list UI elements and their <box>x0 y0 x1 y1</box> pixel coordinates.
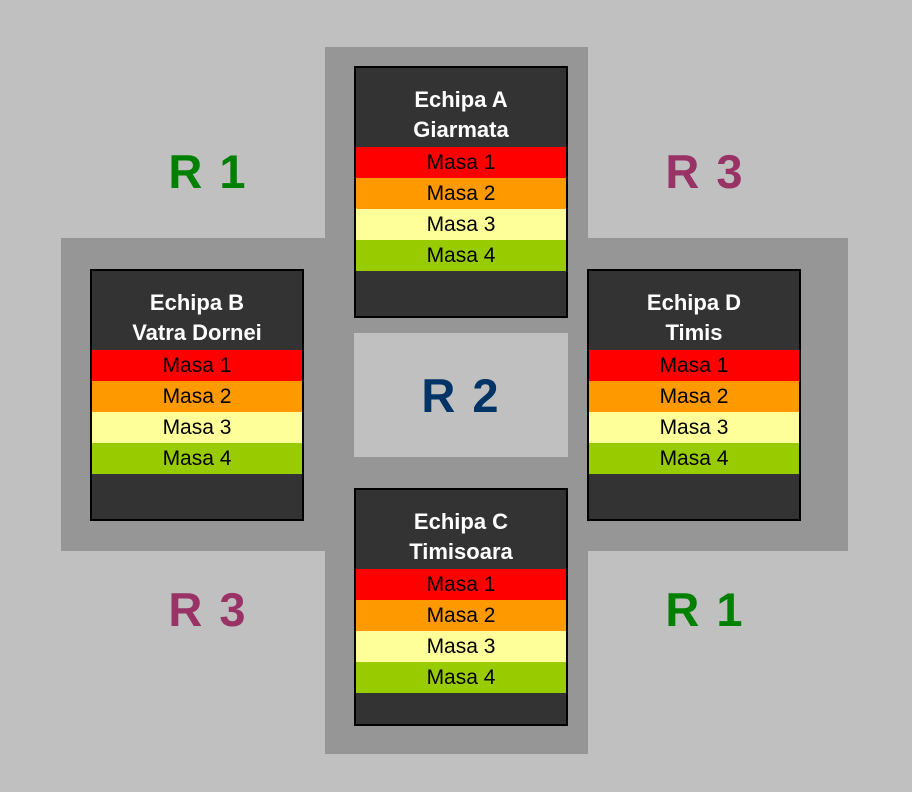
round-label-bottom-left: R 3 <box>168 583 248 636</box>
table-row-1: Masa 1 <box>589 350 799 381</box>
table-row-3: Masa 3 <box>356 631 566 662</box>
team-title: Echipa C <box>413 509 509 534</box>
round-label-top-right: R 3 <box>665 145 745 198</box>
team-card-header: Echipa C Timisoara <box>356 490 566 569</box>
table-row-2: Masa 2 <box>92 381 302 412</box>
team-title: Echipa D <box>646 290 742 315</box>
round-label-center: R 2 <box>354 333 568 457</box>
round-label-top-left: R 1 <box>168 145 248 198</box>
table-row-2: Masa 2 <box>356 600 566 631</box>
team-card-header: Echipa D Timis <box>589 271 799 350</box>
table-row-2: Masa 2 <box>356 178 566 209</box>
table-row-1: Masa 1 <box>356 569 566 600</box>
table-row-3: Masa 3 <box>356 209 566 240</box>
team-city: Timis <box>665 320 723 345</box>
table-row-1: Masa 1 <box>356 147 566 178</box>
table-row-4: Masa 4 <box>92 443 302 474</box>
team-city: Vatra Dornei <box>132 320 262 345</box>
table-row-2: Masa 2 <box>589 381 799 412</box>
team-title: Echipa A <box>414 87 508 112</box>
table-row-4: Masa 4 <box>589 443 799 474</box>
team-city: Timisoara <box>409 539 513 564</box>
table-row-1: Masa 1 <box>92 350 302 381</box>
table-row-3: Masa 3 <box>92 412 302 443</box>
team-card-b: Echipa B Vatra Dornei Masa 1 Masa 2 Masa… <box>90 269 304 521</box>
team-card-header: Echipa A Giarmata <box>356 68 566 147</box>
team-card-a: Echipa A Giarmata Masa 1 Masa 2 Masa 3 M… <box>354 66 568 318</box>
team-card-d: Echipa D Timis Masa 1 Masa 2 Masa 3 Masa… <box>587 269 801 521</box>
team-card-c: Echipa C Timisoara Masa 1 Masa 2 Masa 3 … <box>354 488 568 726</box>
team-card-header: Echipa B Vatra Dornei <box>92 271 302 350</box>
team-title: Echipa B <box>149 290 245 315</box>
table-row-3: Masa 3 <box>589 412 799 443</box>
table-row-4: Masa 4 <box>356 662 566 693</box>
team-city: Giarmata <box>413 117 509 142</box>
round-label-bottom-right: R 1 <box>665 583 745 636</box>
table-row-4: Masa 4 <box>356 240 566 271</box>
